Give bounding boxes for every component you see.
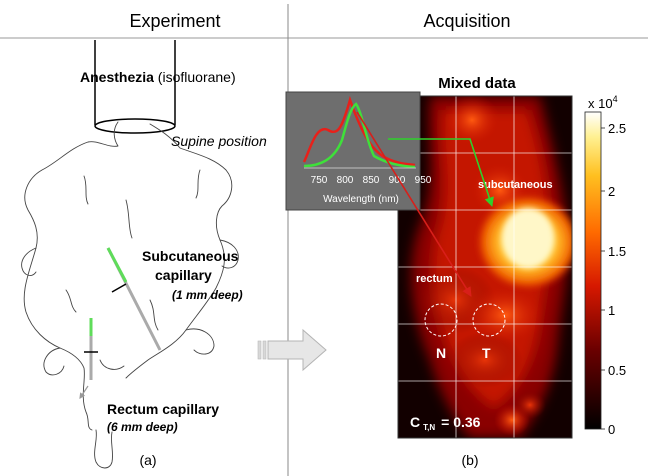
rectum-capillary-tube: [84, 318, 98, 380]
green-pointer-arrow: [388, 138, 494, 207]
image-grid: [398, 96, 572, 438]
rectum-capillary-label: Rectum capillary: [107, 401, 219, 417]
spectrum-curve-green: [303, 102, 416, 169]
colorbar-tick-1: 1: [608, 303, 615, 318]
roi-circle-n: [424, 303, 458, 337]
anesthesia-label: Anesthezia (isofluorane): [80, 69, 236, 85]
spectrum-curve-red: [302, 95, 416, 167]
roi-label-n: N: [436, 345, 446, 361]
header-acquisition: Acquisition: [423, 11, 510, 31]
anesthesia-nose-cone: [94, 40, 176, 134]
roi-circle-t: [472, 303, 506, 337]
transition-arrow: [257, 328, 327, 372]
caption-a: (a): [139, 452, 156, 468]
spectrum-tick-900: 900: [389, 175, 406, 186]
subcutaneous-capillary-tube: [106, 247, 162, 351]
colorbar: x 104 2.5 2 1.5 1 0.5 0: [584, 94, 626, 437]
colorbar-tick-0-5: 0.5: [608, 363, 626, 378]
spectrum-tick-850: 850: [363, 175, 380, 186]
subcutaneous-label-line1: Subcutaneous: [142, 248, 239, 264]
rectum-image-label: rectum: [416, 273, 453, 285]
roi-label-t: T: [482, 345, 491, 361]
header-experiment: Experiment: [129, 11, 220, 31]
spectrum-tick-750: 750: [311, 175, 328, 186]
rectum-pointer-arrow: [79, 385, 89, 399]
fluorescence-image: [398, 96, 572, 438]
rectum-depth-label: (6 mm deep): [107, 420, 178, 434]
colorbar-tick-1-5: 1.5: [608, 244, 626, 259]
subcutaneous-label-line2: capillary: [155, 267, 212, 283]
subcutaneous-depth-label: (1 mm deep): [172, 288, 243, 302]
spectrum-inset: 750 800 850 900 950 Wavelength (nm): [285, 91, 432, 211]
colorbar-multiplier: x 104: [588, 94, 618, 111]
red-pointer-arrow: [356, 111, 472, 297]
image-frame: [397, 95, 573, 439]
colorbar-tick-0: 0: [608, 422, 615, 437]
subcutaneous-image-label: subcutaneous: [478, 179, 553, 191]
spectrum-xlabel: Wavelength (nm): [323, 194, 399, 205]
spectrum-tick-950: 950: [415, 175, 432, 186]
supine-position-label: Supine position: [171, 133, 267, 149]
colorbar-tick-2-5: 2.5: [608, 121, 626, 136]
colorbar-tick-2: 2: [608, 184, 615, 199]
spectrum-tick-800: 800: [337, 175, 354, 186]
mouse-outline-drawing: [21, 121, 239, 469]
caption-b: (b): [461, 452, 478, 468]
mixed-data-title: Mixed data: [438, 75, 516, 92]
